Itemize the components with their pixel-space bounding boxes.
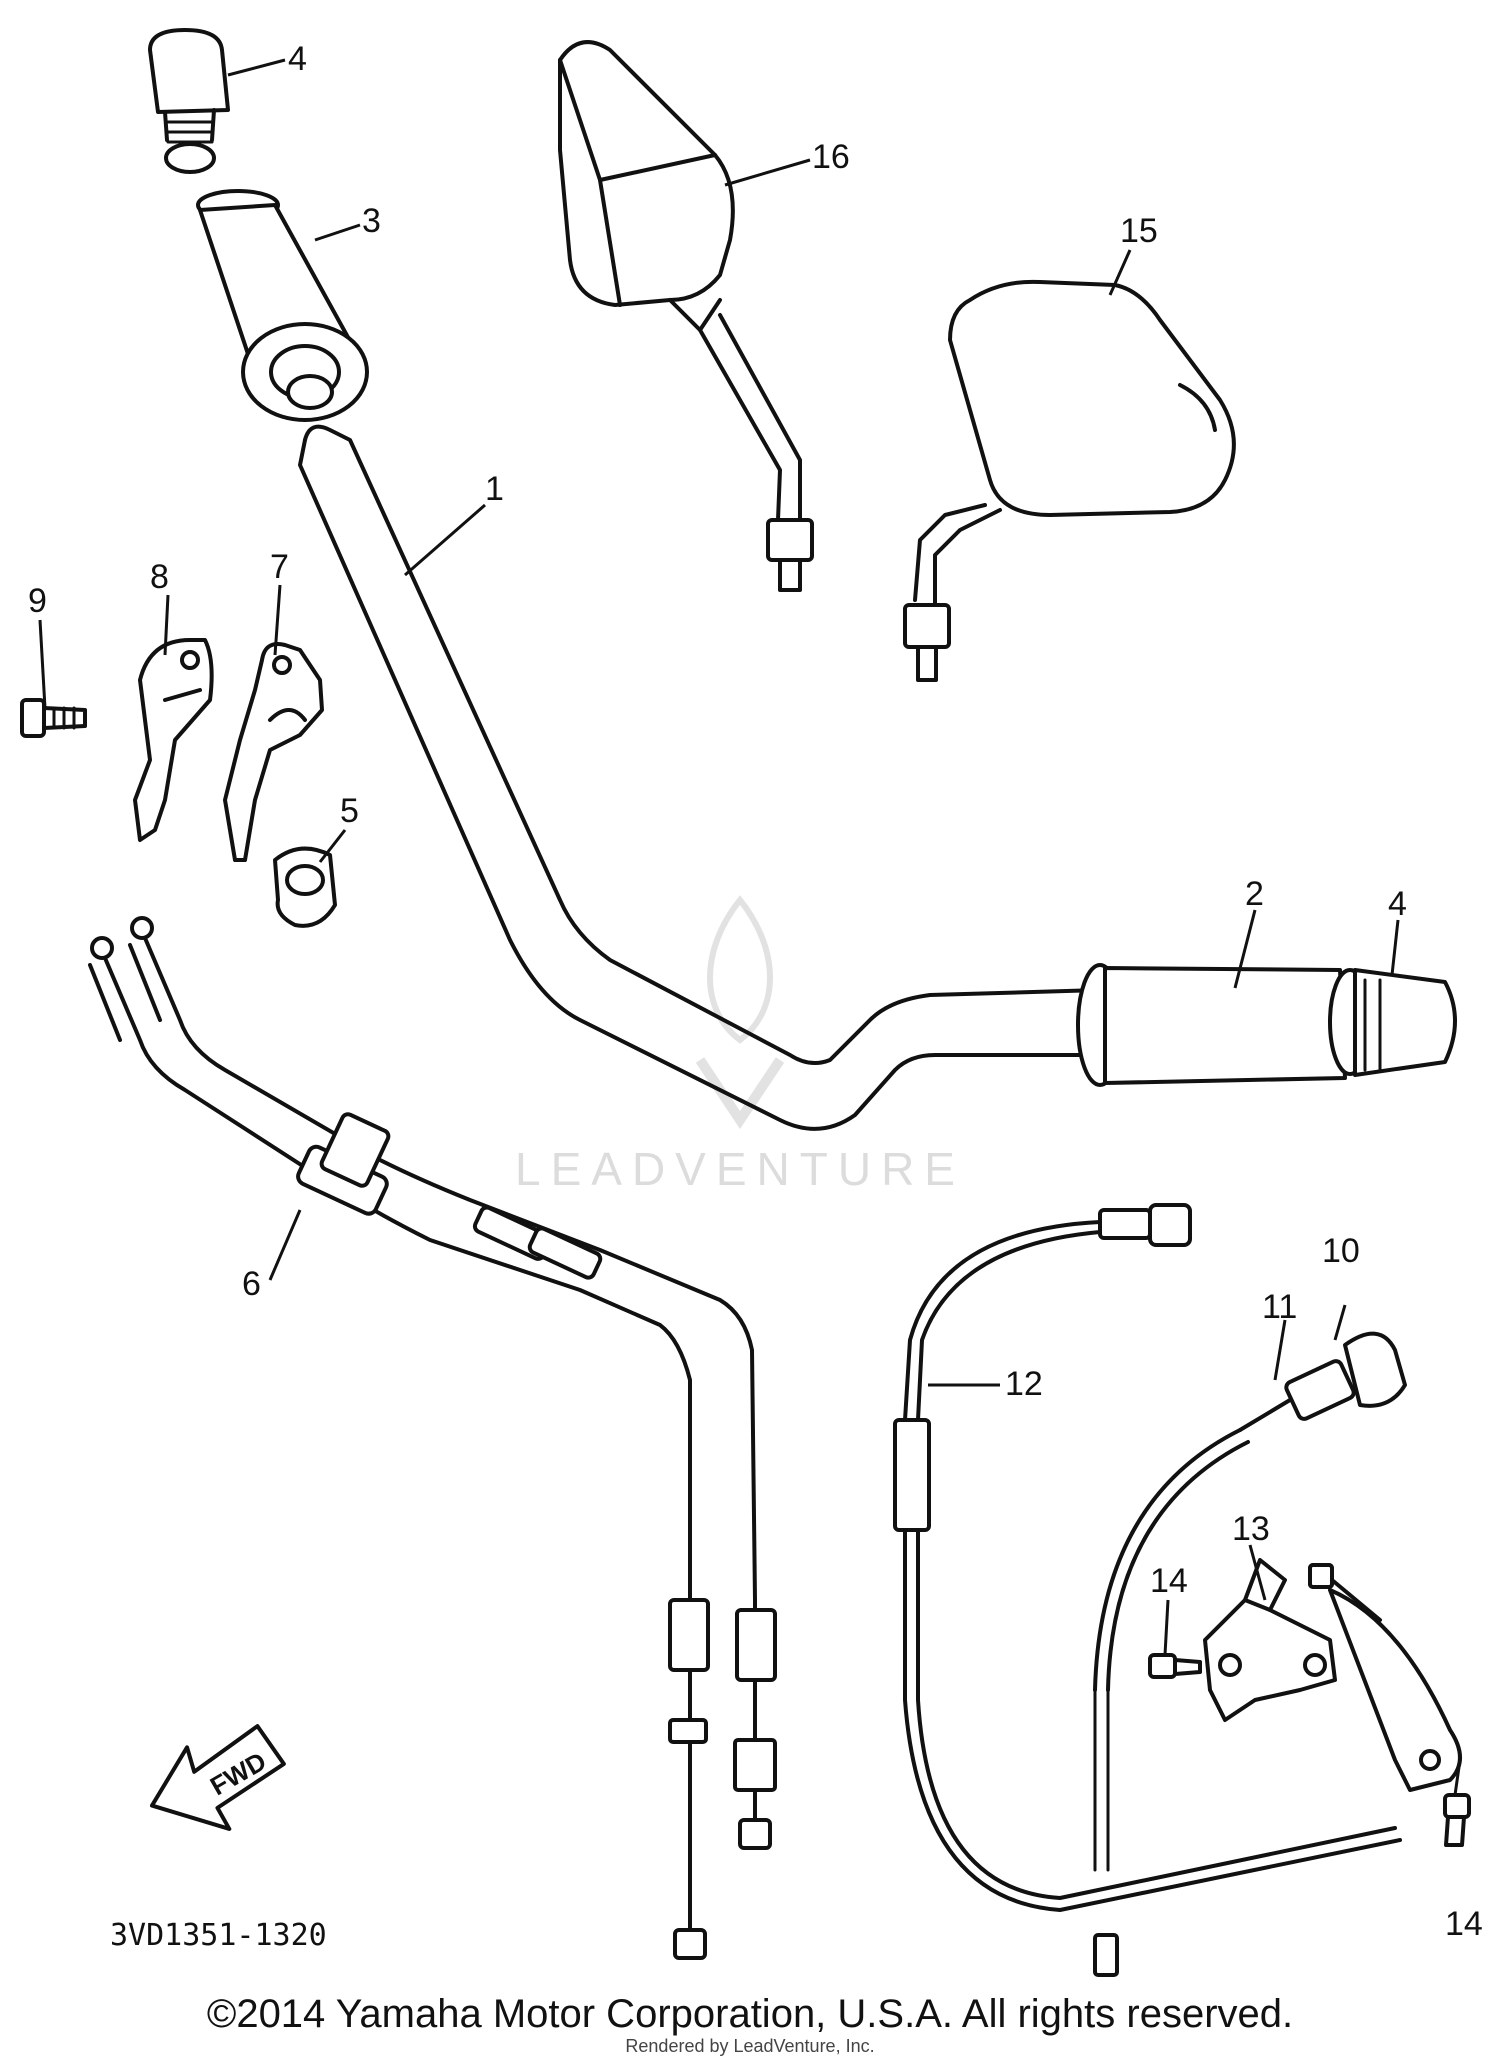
mirror-right [903,279,1236,682]
leader-lines [38,58,1462,1796]
callout-9: 9 [28,582,47,620]
callout-4-top: 4 [288,40,307,78]
callout-16: 16 [812,138,850,176]
callout-13: 13 [1232,1510,1270,1548]
watermark: LEADVENTURE [515,895,965,1195]
collar [273,846,337,928]
bolt-left [1148,1653,1202,1679]
fwd-arrow: FWD [149,1724,286,1831]
grip-end-top-left [148,28,230,174]
watermark-logo-icon [707,895,773,1044]
callout-8: 8 [150,558,169,596]
callout-6: 6 [242,1265,261,1303]
callout-11: 11 [1262,1288,1297,1326]
callout-14-left: 14 [1150,1562,1188,1600]
callout-5: 5 [340,792,359,830]
bolt-right [1443,1793,1471,1847]
callout-1: 1 [485,470,504,508]
handlebar [298,424,1457,1131]
throttle-cables [88,916,777,1960]
throttle-grip [196,189,369,422]
part-code: 3VD1351-1320 [110,1918,327,1953]
cable-bracket [1203,1558,1337,1722]
bolt-top-right [1308,1563,1382,1622]
callout-3: 3 [362,202,381,240]
callout-15: 15 [1120,212,1158,250]
screw [20,698,87,738]
callout-2: 2 [1245,875,1264,913]
rendered-by-notice: Rendered by LeadVenture, Inc. [625,2036,875,2056]
callout-10: 10 [1322,1232,1360,1270]
starter-cable [893,1203,1402,1977]
watermark-text: LEADVENTURE [515,1143,965,1195]
copyright-notice: ©2014 Yamaha Motor Corporation, U.S.A. A… [206,1992,1294,2036]
callout-labels: 4 3 16 15 1 8 7 9 5 2 4 6 10 11 12 13 14… [28,40,1483,1943]
callout-7: 7 [270,548,289,586]
lever-bracket [223,642,324,862]
lever-holder [133,638,214,842]
watermark-v-icon [695,1057,785,1130]
callout-14-right: 14 [1445,1905,1483,1943]
callout-12: 12 [1005,1365,1043,1403]
mirror-left [558,40,814,592]
choke-knob [1093,1331,1407,1692]
callout-4-right: 4 [1388,885,1407,923]
